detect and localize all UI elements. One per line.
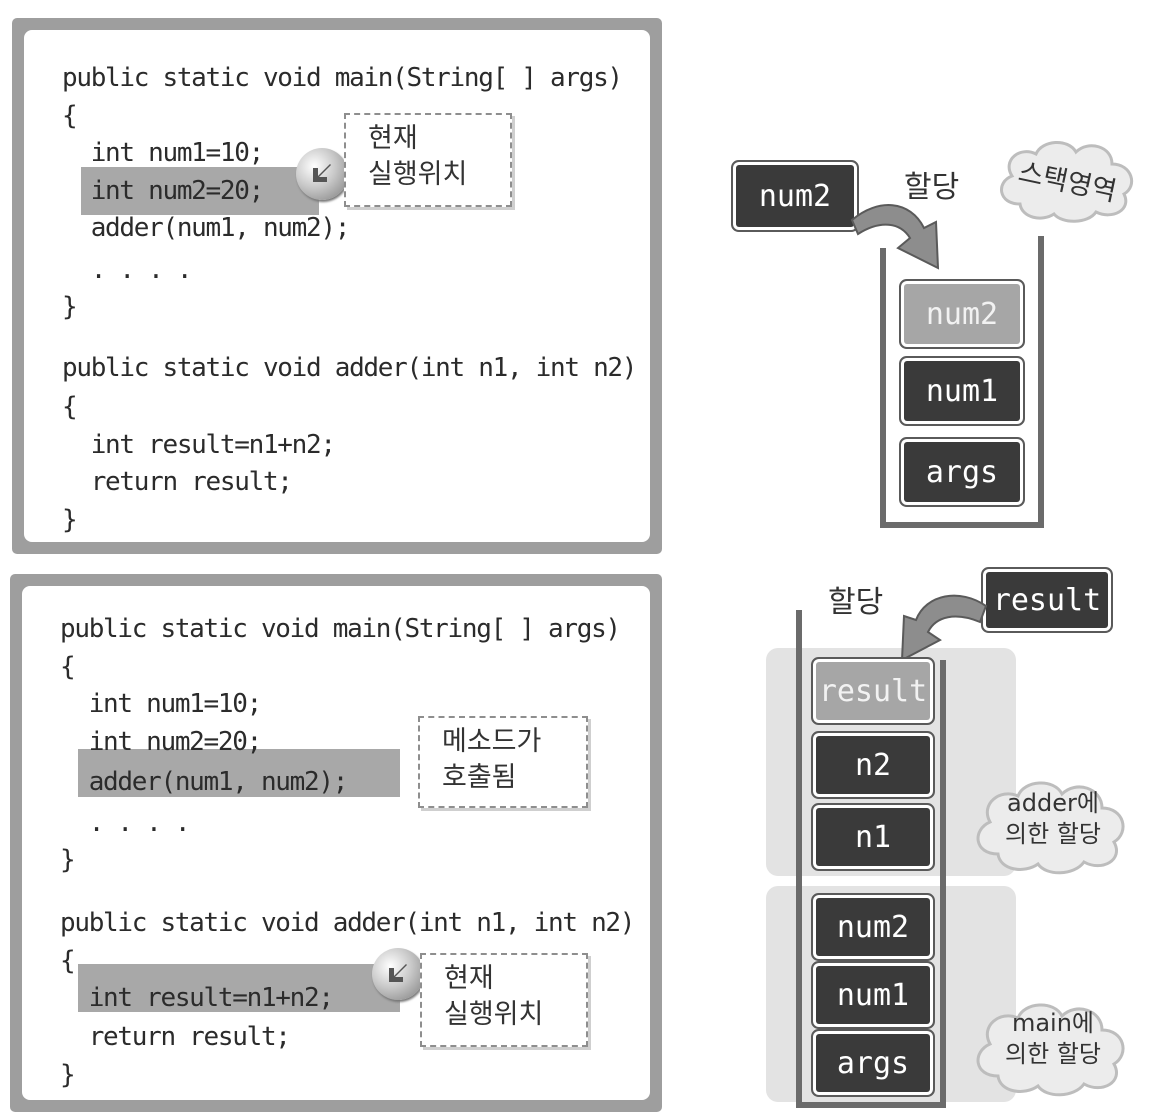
top-callout-current-position: 현재 실행위치 (344, 113, 512, 207)
callout-text: 현재 (368, 123, 418, 154)
code-line: { (62, 392, 78, 422)
arrow-pointer-icon (372, 948, 424, 1000)
top-code-block: public static void main(String[ ] args) … (24, 30, 637, 535)
code-line: { (60, 652, 76, 682)
alloc-label: 할당 (828, 585, 884, 620)
callout-text: 현재 (444, 963, 494, 994)
code-line: int result=n1+n2; (62, 430, 336, 460)
code-line: int num1=10; (60, 689, 263, 719)
callout-text: 메소드가 (442, 726, 542, 757)
stack-wall-right (940, 660, 946, 1108)
code-line: adder(num1, num2); (62, 213, 351, 243)
stack-box: args (816, 1034, 930, 1092)
callout-text: 호출됨 (442, 762, 517, 793)
cloud-icon (1000, 141, 1134, 223)
curved-arrow-icon (900, 594, 988, 662)
stack-box: num1 (816, 966, 930, 1024)
code-line: public static void adder(int n1, int n2) (60, 908, 635, 938)
code-line: . . . . (60, 808, 191, 838)
top-code-panel-inner: public static void main(String[ ] args) … (24, 30, 650, 542)
cloud-label-adder: adder에 의한 할당 (986, 788, 1120, 850)
cloud-text-line: 의한 할당 (1005, 1040, 1101, 1068)
stack-box: args (904, 442, 1020, 502)
bottom-callout-method-called: 메소드가 호출됨 (418, 716, 588, 808)
code-line: public static void main(String[ ] args) (62, 63, 623, 93)
callout-text: 실행위치 (368, 159, 468, 190)
code-line: } (62, 292, 78, 322)
stack-wall-bottom (796, 1102, 946, 1108)
top-current-line-highlight (81, 167, 319, 215)
stack-wall-left (880, 248, 886, 528)
new-var-box-result: result (986, 572, 1108, 628)
code-line: int result=n1+n2; (60, 983, 334, 1013)
code-line: int num2=20; (60, 727, 263, 757)
stack-wall-bottom (880, 522, 1044, 528)
callout-text: 실행위치 (444, 999, 544, 1030)
stack-box: num2 (816, 898, 930, 956)
cloud-icon (976, 1003, 1125, 1097)
code-line: int num2=20; (62, 176, 265, 206)
stack-box: n1 (816, 808, 930, 866)
top-code-panel: public static void main(String[ ] args) … (12, 18, 662, 554)
code-line: { (60, 946, 76, 976)
stack-box: result (816, 662, 930, 720)
code-line: return result; (60, 1022, 291, 1052)
stack-wall-right (1038, 236, 1044, 528)
code-line: return result; (62, 467, 293, 497)
cloud-text-line: 의한 할당 (1005, 820, 1101, 848)
stack-box: num1 (904, 361, 1020, 421)
curved-arrow-icon (850, 204, 940, 270)
cloud-icon (976, 781, 1125, 875)
new-var-box-num2: num2 (736, 165, 854, 227)
cloud-label-main: main에 의한 할당 (986, 1008, 1120, 1070)
cloud-text-line: adder에 (1007, 789, 1099, 817)
code-line: { (62, 101, 78, 131)
bottom-callout-current-position: 현재 실행위치 (420, 953, 588, 1047)
code-line: public static void main(String[ ] args) (60, 614, 621, 644)
code-line: . . . . (62, 255, 193, 285)
code-line: } (60, 845, 76, 875)
stack-box: n2 (816, 736, 930, 794)
bottom-code-panel: public static void main(String[ ] args) … (10, 574, 662, 1112)
code-line: public static void adder(int n1, int n2) (62, 353, 637, 383)
cloud-text-line: main에 (1011, 1009, 1095, 1037)
bottom-current-line-highlight (78, 964, 400, 1012)
bottom-code-panel-inner: public static void main(String[ ] args) … (22, 586, 650, 1100)
code-line: int num1=10; (62, 138, 265, 168)
alloc-label: 할당 (904, 170, 960, 205)
code-line: } (60, 1060, 76, 1090)
stack-wall-left (796, 610, 802, 1108)
arrow-pointer-icon (296, 148, 348, 200)
code-line: adder(num1, num2); (60, 767, 349, 797)
stack-box: num2 (904, 284, 1020, 344)
bottom-code-block: public static void main(String[ ] args) … (22, 586, 635, 1090)
bottom-call-line-highlight (78, 749, 400, 797)
code-line: } (62, 505, 78, 535)
